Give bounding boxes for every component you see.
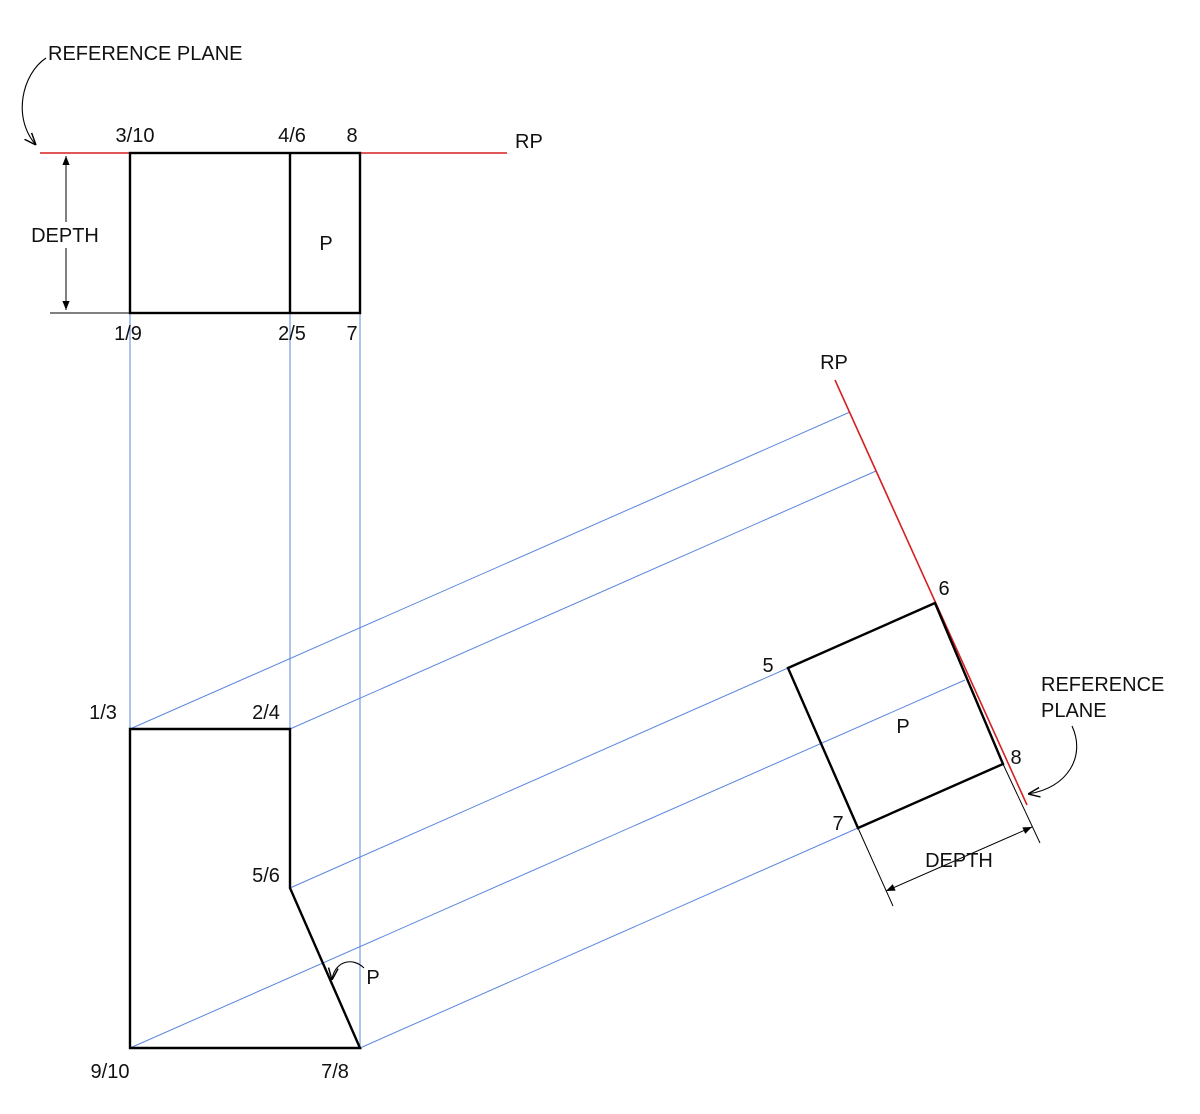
point-label-2-4: 2/4 <box>252 702 280 724</box>
surface-label-front: P <box>366 967 379 989</box>
reference-plane-note-top: REFERENCE PLANE <box>48 43 243 65</box>
point-label-8-aux: 8 <box>1010 747 1021 769</box>
point-label-7-top: 7 <box>346 323 357 345</box>
depth-label-background <box>26 222 108 248</box>
rp-label-top: RP <box>515 131 543 153</box>
depth-label-aux: DEPTH <box>925 850 993 872</box>
point-label-8-top: 8 <box>346 125 357 147</box>
front-view-outline <box>128 727 362 1050</box>
depth-dimension-line-aux <box>885 826 1033 892</box>
projection-line-2-4 <box>289 470 877 730</box>
front-view: 1/3 2/4 5/6 9/10 7/8 P <box>89 702 380 1083</box>
point-label-4-6: 4/6 <box>278 125 306 147</box>
point-label-2-5: 2/5 <box>278 323 306 345</box>
rp-label-auxiliary: RP <box>820 352 848 374</box>
auxiliary-view: RP 5 6 7 8 P DEPTH REFERENCE PLANE <box>762 352 1164 907</box>
top-view-outline <box>128 151 362 315</box>
point-label-5-aux: 5 <box>762 655 773 677</box>
point-label-9-10: 9/10 <box>91 1061 130 1083</box>
projection-lines <box>129 313 966 1049</box>
surface-pointer-front <box>332 961 365 980</box>
point-label-6-aux: 6 <box>938 578 949 600</box>
reference-plane-pointer-top <box>21 57 47 145</box>
depth-extension-line-aux-1 <box>857 827 894 907</box>
point-label-5-6: 5/6 <box>252 865 280 887</box>
reference-plane-auxiliary-view <box>834 379 1028 806</box>
projection-line-5-6 <box>289 667 789 889</box>
depth-label-top: DEPTH <box>31 225 99 247</box>
top-view: DEPTH P 3/10 4/6 8 1/9 2/5 7 RP REFERENC… <box>21 43 543 345</box>
projection-line-1-3 <box>129 411 851 730</box>
projection-line-7-8 <box>359 827 859 1049</box>
depth-extension-line-aux-2 <box>1002 763 1041 844</box>
surface-label-aux: P <box>896 716 909 738</box>
reference-plane-note-aux-line1: REFERENCE <box>1041 674 1164 696</box>
reference-plane-pointer-aux <box>1028 725 1078 794</box>
projection-line-9-10 <box>129 679 966 1049</box>
surface-label-top: P <box>319 233 332 255</box>
point-label-7-8-front: 7/8 <box>321 1061 349 1083</box>
reference-plane-note-aux-line2: PLANE <box>1041 700 1107 722</box>
point-label-7-aux: 7 <box>832 813 843 835</box>
point-label-1-9: 1/9 <box>114 323 142 345</box>
point-label-1-3: 1/3 <box>89 702 117 724</box>
point-label-3-10: 3/10 <box>116 125 155 147</box>
